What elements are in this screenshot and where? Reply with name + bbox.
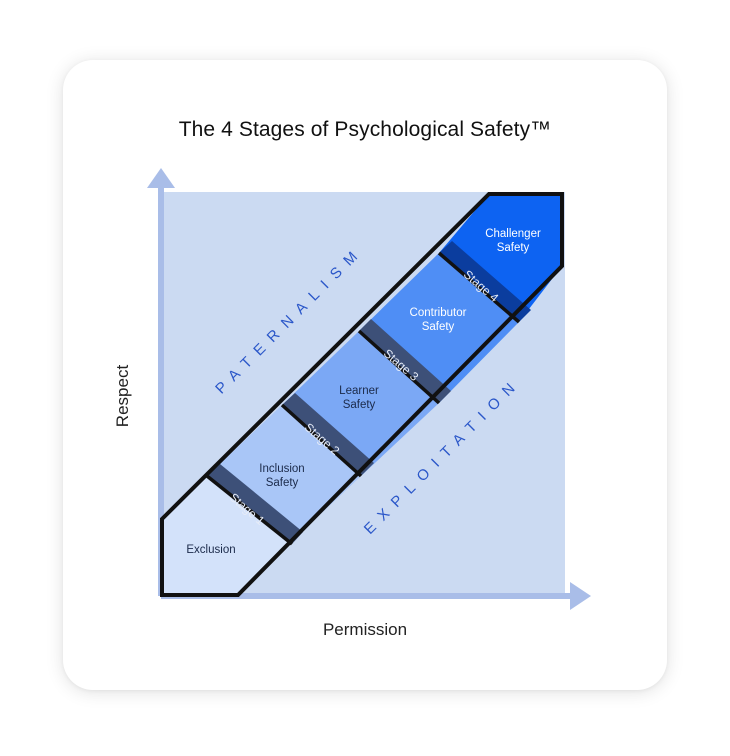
stages-outline bbox=[160, 192, 564, 597]
stage-2-name-line1: Learner bbox=[339, 385, 379, 397]
separator-4 bbox=[437, 251, 521, 324]
separator-1 bbox=[205, 474, 294, 546]
x-axis-label: Permission bbox=[322, 620, 408, 639]
stage-4-name-line2: Safety bbox=[497, 242, 530, 254]
x-axis-line bbox=[161, 593, 572, 599]
separator-3 bbox=[357, 329, 441, 405]
stage-3-name-line2: Safety bbox=[422, 321, 455, 333]
y-axis-label: Respect bbox=[113, 364, 132, 428]
stage-2-band bbox=[282, 393, 374, 476]
stage-1-name-line2: Safety bbox=[266, 477, 299, 489]
stage-1-name-line1: Inclusion bbox=[259, 463, 304, 475]
stage-0-name: Exclusion bbox=[186, 544, 235, 556]
stage-3-name-line1: Contributor bbox=[410, 307, 467, 319]
stage-4-band bbox=[439, 241, 531, 322]
stage-exclusion bbox=[162, 473, 291, 595]
y-axis-arrowhead bbox=[147, 168, 175, 188]
separator-2 bbox=[280, 403, 363, 478]
stage-4-name-line1: Challenger bbox=[485, 228, 541, 240]
stage-2-name-line2: Safety bbox=[343, 399, 376, 411]
y-axis-line bbox=[158, 186, 164, 596]
stage-1-band bbox=[207, 464, 303, 544]
page-title: The 4 Stages of Psychological Safety™ bbox=[178, 118, 552, 141]
x-axis-arrowhead bbox=[570, 582, 591, 610]
stage-3-band bbox=[359, 319, 451, 403]
stage-challenger bbox=[439, 194, 562, 322]
